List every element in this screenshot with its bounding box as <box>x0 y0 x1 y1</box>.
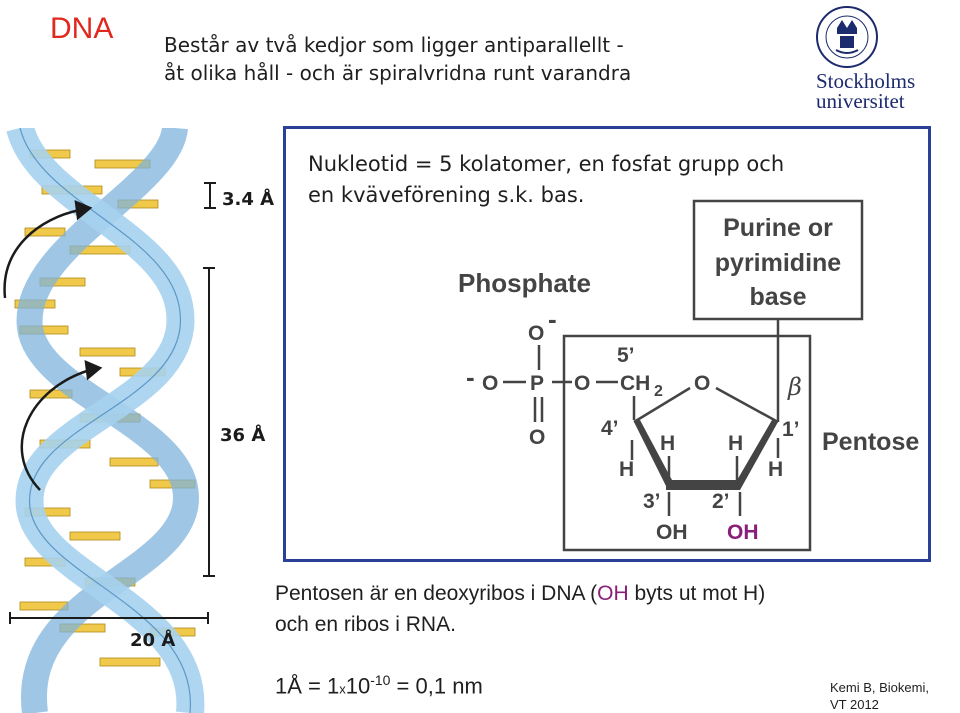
c3-hydroxyl: OH <box>656 521 688 544</box>
c3-hydrogen: H <box>660 432 675 455</box>
footer-line-1: Kemi B, Biokemi, <box>830 679 929 696</box>
nucleotide-structure: Purine or pyrimidine base Phosphate O - … <box>440 196 935 561</box>
base-box-line-3: base <box>750 283 807 311</box>
ch2-subscript: 2 <box>654 383 663 400</box>
phosphate-o-left-charge: - <box>466 362 475 392</box>
ring-bond-3-2 <box>666 480 740 490</box>
bottom-line-2: och en ribos i RNA. <box>275 613 456 637</box>
formula-base: 10 <box>346 673 370 698</box>
label-20-angstrom: 20 Å <box>130 628 175 651</box>
base-box-line-1: Purine or <box>723 214 833 242</box>
phosphate-label: Phosphate <box>458 268 591 298</box>
c4-hydrogen: H <box>619 458 634 481</box>
subtitle-line-1: Består av två kedjor som ligger antipara… <box>164 33 624 57</box>
c2-hydrogen: H <box>728 432 743 455</box>
carbon-4-label: 4’ <box>601 417 619 440</box>
angstrom-formula: 1Å = 1x10-10 = 0,1 nm <box>275 672 483 699</box>
carbon-1-label: 1’ <box>782 418 800 441</box>
formula-exponent: -10 <box>370 672 390 688</box>
measure-20 <box>10 612 208 624</box>
phosphate-o-top-charge: - <box>548 304 557 334</box>
phosphate-o-top: O <box>528 322 544 345</box>
logo-line-2: universitet <box>816 89 905 113</box>
label-3-4-angstrom: 3.4 Å <box>222 187 274 210</box>
pentose-label: Pentose <box>822 428 919 456</box>
carbon-2-label: 2’ <box>712 490 730 513</box>
formula-pre: 1Å = 1 <box>275 673 339 698</box>
formula-post: = 0,1 nm <box>390 673 482 698</box>
phosphate-o-left: O <box>482 372 498 395</box>
label-36-angstrom: 36 Å <box>220 423 265 446</box>
measure-36 <box>203 268 215 576</box>
c2-hydroxyl: OH <box>727 521 759 544</box>
intro-line-1: Nukleotid = 5 kolatomer, en fosfat grupp… <box>308 152 784 176</box>
bottom-line-1-post: byts ut mot H) <box>629 582 766 605</box>
beta-label: β <box>787 373 802 401</box>
dna-helix-illustration: 3.4 Å 36 Å 20 Å <box>0 128 285 713</box>
university-seal-icon <box>817 7 877 67</box>
c1-hydrogen: H <box>768 458 783 481</box>
slide-title: DNA <box>50 12 113 46</box>
bottom-line-1-pre: Pentosen är en deoxyribos i DNA ( <box>275 582 597 605</box>
pentose-box <box>564 336 810 550</box>
bridge-oxygen: O <box>574 372 590 395</box>
phosphate-double-o: O <box>529 426 545 449</box>
measure-3-4 <box>204 183 216 208</box>
bottom-line-1: Pentosen är en deoxyribos i DNA (OH byts… <box>275 582 765 606</box>
subtitle-line-2: åt olika håll - och är spiralvridna runt… <box>164 61 631 85</box>
footer-note: Kemi B, Biokemi, VT 2012 <box>830 679 929 713</box>
phosphorus: P <box>530 372 544 395</box>
base-box-line-2: pyrimidine <box>715 249 842 277</box>
carbon-3-label: 3’ <box>643 490 661 513</box>
carbon-5-label: 5’ <box>617 344 635 367</box>
footer-line-2: VT 2012 <box>830 696 929 713</box>
ch2-group: CH <box>620 372 650 395</box>
ring-oxygen: O <box>694 372 710 395</box>
bottom-line-1-oh: OH <box>597 582 629 605</box>
university-logo: Stockholms universitet <box>810 4 950 114</box>
